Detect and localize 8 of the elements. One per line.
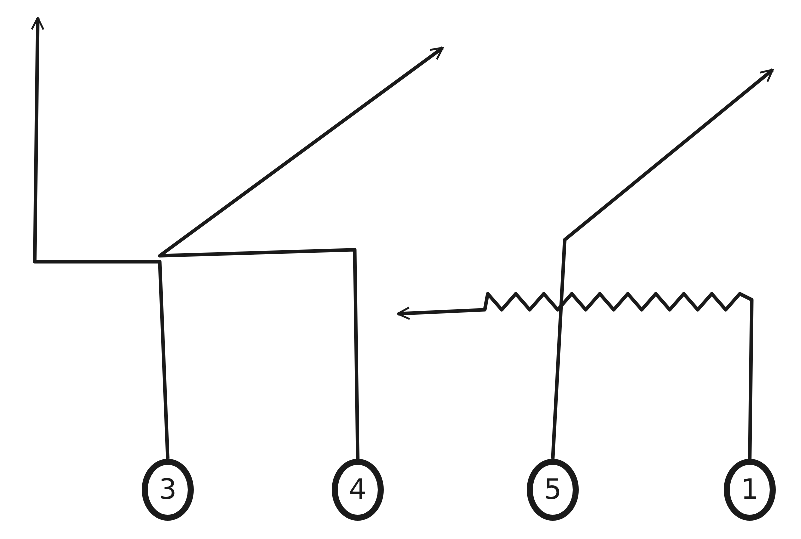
player-number: 5: [544, 476, 562, 504]
route-arrow: [551, 68, 774, 460]
route-arrow: [31, 17, 170, 460]
player-number: 3: [159, 476, 177, 504]
route-arrow: [397, 292, 754, 460]
route-arrow: [158, 46, 444, 460]
player-number: 1: [741, 476, 759, 504]
player-number: 4: [349, 476, 367, 504]
